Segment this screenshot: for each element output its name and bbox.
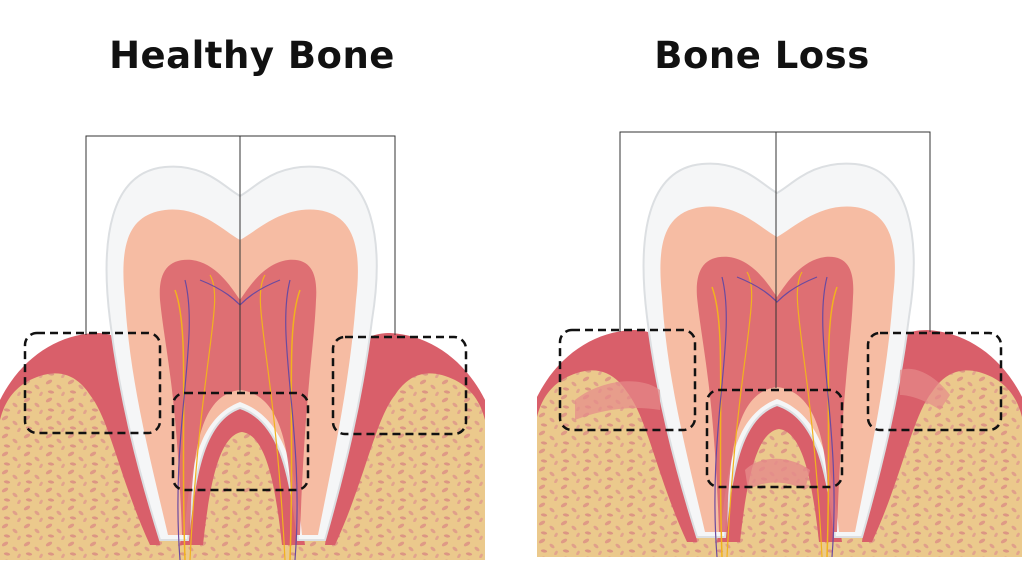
highlight-box-center bbox=[705, 388, 844, 489]
highlight-box-center bbox=[171, 391, 310, 492]
highlight-box-left bbox=[23, 331, 162, 435]
healthy-bone-title: Healthy Bone bbox=[109, 34, 395, 77]
healthy-tooth-illustration bbox=[0, 135, 486, 562]
bone-loss-tooth-illustration bbox=[536, 131, 1023, 559]
leader-lines bbox=[619, 131, 931, 388]
highlight-box-right bbox=[331, 335, 468, 436]
highlight-box-left bbox=[558, 328, 697, 432]
bone-loss-title: Bone Loss bbox=[654, 34, 870, 77]
highlight-box-right bbox=[866, 331, 1003, 432]
leader-lines bbox=[85, 135, 396, 392]
